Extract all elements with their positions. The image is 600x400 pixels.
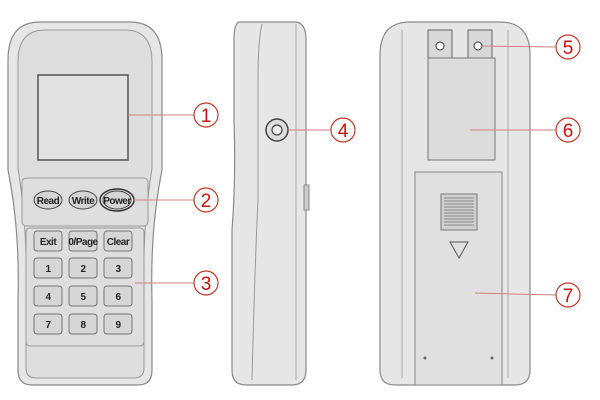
callout-4: 4	[289, 117, 356, 143]
callout-5: 5	[481, 34, 581, 60]
key-label: 0/Page	[68, 237, 98, 248]
button-label: Read	[37, 196, 60, 207]
callout-number: 6	[563, 121, 574, 142]
callout-number: 5	[563, 38, 574, 59]
callout-2: 2	[133, 187, 219, 213]
callout-1: 1	[128, 102, 219, 128]
button-write[interactable]: Write	[68, 190, 98, 210]
button-label: Power	[103, 196, 131, 207]
key-label: 4	[45, 292, 51, 303]
button-read[interactable]: Read	[33, 190, 63, 210]
key-label: 2	[80, 264, 86, 275]
callout-number: 3	[201, 274, 212, 295]
key-6[interactable]: 6	[103, 285, 133, 307]
callout-number: 7	[563, 286, 574, 307]
key-exit[interactable]: Exit	[33, 230, 63, 252]
key-4[interactable]: 4	[33, 285, 63, 307]
key-label: 5	[80, 292, 86, 303]
key-9[interactable]: 9	[103, 313, 133, 335]
key-label: 7	[45, 320, 51, 331]
side-view	[231, 21, 310, 386]
key-label: 8	[80, 320, 86, 331]
key-2[interactable]: 2	[68, 257, 98, 279]
back-view	[379, 21, 531, 386]
key-label: 6	[115, 292, 121, 303]
key-clear[interactable]: Clear	[103, 230, 133, 252]
key-8[interactable]: 8	[68, 313, 98, 335]
key-label: Clear	[107, 237, 130, 248]
button-power[interactable]: Power	[99, 188, 135, 212]
callout-3: 3	[135, 270, 219, 296]
key-3[interactable]: 3	[103, 257, 133, 279]
front-view: Read Write Power Exit 0/Page Clear 1 2 3 4 5 6 7 8 9	[7, 21, 163, 386]
callout-number: 4	[338, 121, 349, 142]
callout-6: 6	[470, 117, 581, 143]
key-7[interactable]: 7	[33, 313, 63, 335]
callout-7: 7	[474, 282, 581, 308]
key-label: 3	[115, 264, 121, 275]
key-label: 9	[115, 320, 121, 331]
key-5[interactable]: 5	[68, 285, 98, 307]
display-screen	[37, 74, 129, 161]
button-label: Write	[72, 196, 95, 207]
key-label: Exit	[40, 237, 58, 248]
callout-number: 2	[201, 191, 212, 212]
probe-holder-plate	[427, 57, 496, 161]
slide-arrow-icon	[449, 241, 469, 260]
key-1[interactable]: 1	[33, 257, 63, 279]
key-0-page[interactable]: 0/Page	[68, 230, 99, 252]
callout-number: 1	[201, 106, 212, 127]
key-label: 1	[45, 264, 51, 275]
